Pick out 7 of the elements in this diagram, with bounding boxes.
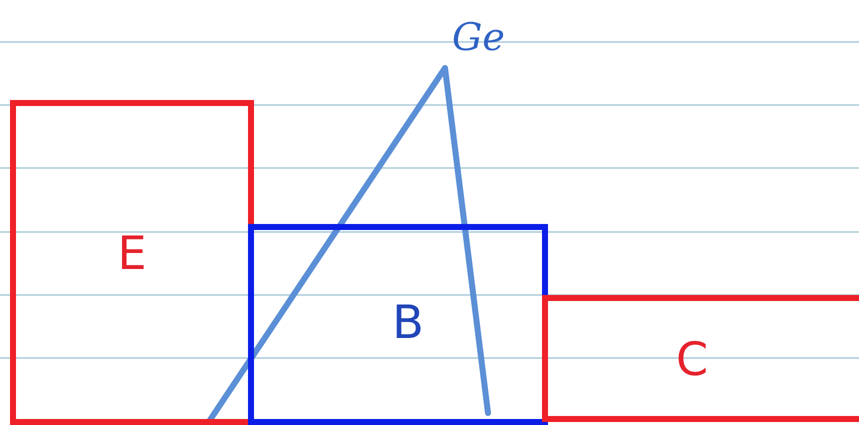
region-box [542, 295, 859, 422]
region-box [248, 224, 548, 425]
region-label: B [392, 299, 424, 345]
region-box [10, 100, 254, 425]
profile-label: Ge [452, 18, 505, 56]
region-label: C [676, 336, 708, 382]
region-label: E [117, 230, 147, 276]
